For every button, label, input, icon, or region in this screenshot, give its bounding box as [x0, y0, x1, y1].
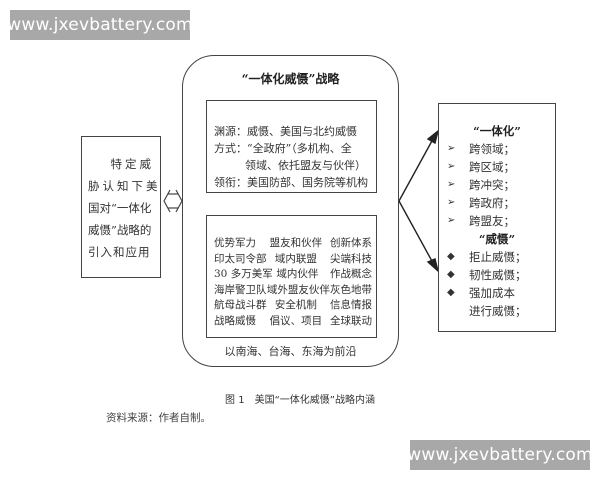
strategy-title: “一体化威慑”战略: [241, 72, 340, 86]
grid-cell: 作战概念: [330, 268, 372, 280]
watermark-bottom: www.jxevbattery.com: [407, 440, 593, 470]
row-text: “全政府”（多机构、全: [247, 142, 352, 155]
grid-cell: 尖端科技: [330, 252, 372, 265]
grid-cell: 战略威慑: [214, 314, 256, 327]
figure-caption: 图 1 美国“一体化威慑”战略内涵: [225, 395, 375, 406]
arrow-bullet-icon: ➢: [447, 179, 456, 190]
item-text: 韧性威慑；: [469, 268, 527, 282]
list-item: ➢ 跨区域；: [447, 158, 547, 176]
item-text: 跨领域；: [469, 142, 515, 156]
capabilities-panel: 优势军力 盟友和伙伴创新体系 印太司令部域内联盟尖端科技 30 多万美军域内伙伴作…: [206, 215, 377, 338]
arrow-bullet-icon: ➢: [447, 143, 456, 154]
characteristics-box: “一体化” ➢ 跨领域； ➢ 跨区域； ➢ 跨冲突； ➢ 跨政府； ➢ 跨盟友； “威慑”…: [438, 103, 556, 332]
grid-cell: 创新体系: [330, 237, 372, 249]
grid-cell: 域内联盟: [274, 252, 317, 265]
list-item: ➢ 跨冲突；: [447, 176, 547, 194]
strategy-origin-panel: 渊源：威慑、美国与北约威慑 方式：“全政府”（多机构、全 领域、依托盟友与伙伴）…: [206, 100, 377, 193]
item-text: 拒止威慑；: [469, 250, 527, 264]
row-text: 威慑、美国与北约威慑: [247, 125, 357, 138]
item-text: 强加成本: [469, 286, 515, 300]
diamond-bullet-icon: ◆: [447, 269, 455, 280]
origin-row: 渊源：威慑、美国与北约威慑: [214, 123, 368, 140]
watermark-top: www.jxevbattery.com: [7, 10, 193, 40]
context-line: 威慑”战略的: [88, 223, 152, 237]
list-item: ➢ 跨政府；: [447, 194, 547, 212]
item-text: 跨区域；: [469, 160, 515, 174]
item-text: 跨政府；: [469, 196, 515, 210]
double-arrow-icon: [163, 189, 183, 213]
grid-cell: 域内伙伴: [276, 268, 319, 280]
context-line: 胁认知下美: [88, 179, 161, 193]
list-item: ➢ 跨领域；: [447, 140, 547, 158]
method-row: 方式：“全政府”（多机构、全: [214, 140, 368, 157]
grid-cell: 安全机制: [274, 299, 317, 311]
row-text: 领域、依托盟友与伙伴）: [245, 159, 366, 172]
figure-source: 资料来源：作者自制。: [106, 412, 211, 424]
diamond-bullet-icon: ◆: [447, 287, 455, 298]
grid-row: 海岸警卫队域外盟友伙伴灰色地带: [214, 283, 372, 299]
context-text: 特定威 胁认知下美 国对“一体化 威慑”战略的 引入和应用: [88, 153, 161, 263]
context-box: 特定威 胁认知下美 国对“一体化 威慑”战略的 引入和应用: [81, 136, 161, 278]
context-line: 特定威: [110, 157, 154, 171]
capabilities-grid: 优势军力 盟友和伙伴创新体系 印太司令部域内联盟尖端科技 30 多万美军域内伙伴作…: [214, 236, 372, 329]
grid-cell: 航母战斗群: [214, 299, 267, 311]
row-label: 领衔：: [214, 176, 247, 189]
grid-cell: 倡议、项目: [269, 314, 323, 327]
grid-row: 印太司令部域内联盟尖端科技: [214, 252, 372, 268]
branch-arrows: [398, 129, 440, 274]
arrow-bullet-icon: ➢: [447, 197, 456, 208]
grid-cell: 灰色地带: [330, 283, 372, 296]
list-item: ◆ 拒止威慑；: [447, 248, 547, 266]
diamond-bullet-icon: ◆: [447, 251, 455, 262]
arrow-bullet-icon: ➢: [447, 215, 456, 226]
list-item: ◆ 韧性威慑；: [447, 266, 547, 284]
item-text: 跨盟友；: [469, 214, 515, 228]
deterrence-header: “威慑”: [478, 232, 516, 246]
grid-cell: 信息情报: [330, 299, 372, 311]
method-row-continued: 领域、依托盟友与伙伴）: [214, 157, 368, 174]
grid-cell: 海岸警卫队: [214, 283, 267, 296]
row-label: 方式：: [214, 142, 247, 155]
arrow-bullet-icon: ➢: [447, 161, 456, 172]
grid-cell: 优势军力: [214, 237, 256, 249]
grid-row: 航母战斗群安全机制 信息情报: [214, 298, 372, 314]
grid-row: 优势军力 盟友和伙伴创新体系: [214, 236, 372, 252]
grid-cell: 30 多万美军: [214, 268, 273, 280]
list-item: ◆ 强加成本: [447, 284, 547, 302]
grid-row: 战略威慑倡议、项目全球联动: [214, 314, 372, 330]
grid-cell: 全球联动: [330, 314, 372, 327]
strategy-footer: 以南海、台海、东海为前沿: [224, 345, 357, 358]
integrated-header: “一体化”: [473, 124, 521, 138]
list-item: ➢ 跨盟友；: [447, 212, 547, 230]
list-item-continued: 进行威慑；: [469, 304, 527, 318]
context-line: 引入和应用: [88, 245, 151, 259]
grid-row: 30 多万美军域内伙伴作战概念: [214, 267, 372, 283]
row-text: 美国防部、国务院等机构: [247, 176, 368, 189]
row-label: 渊源：: [214, 125, 247, 138]
context-line: 国对“一体化: [88, 201, 152, 215]
grid-cell: 印太司令部: [214, 252, 267, 265]
item-text: 跨冲突；: [469, 178, 515, 192]
grid-cell: 域外盟友伙伴: [266, 283, 330, 296]
grid-cell: 盟友和伙伴: [269, 237, 323, 249]
lead-row: 领衔：美国防部、国务院等机构: [214, 174, 368, 191]
